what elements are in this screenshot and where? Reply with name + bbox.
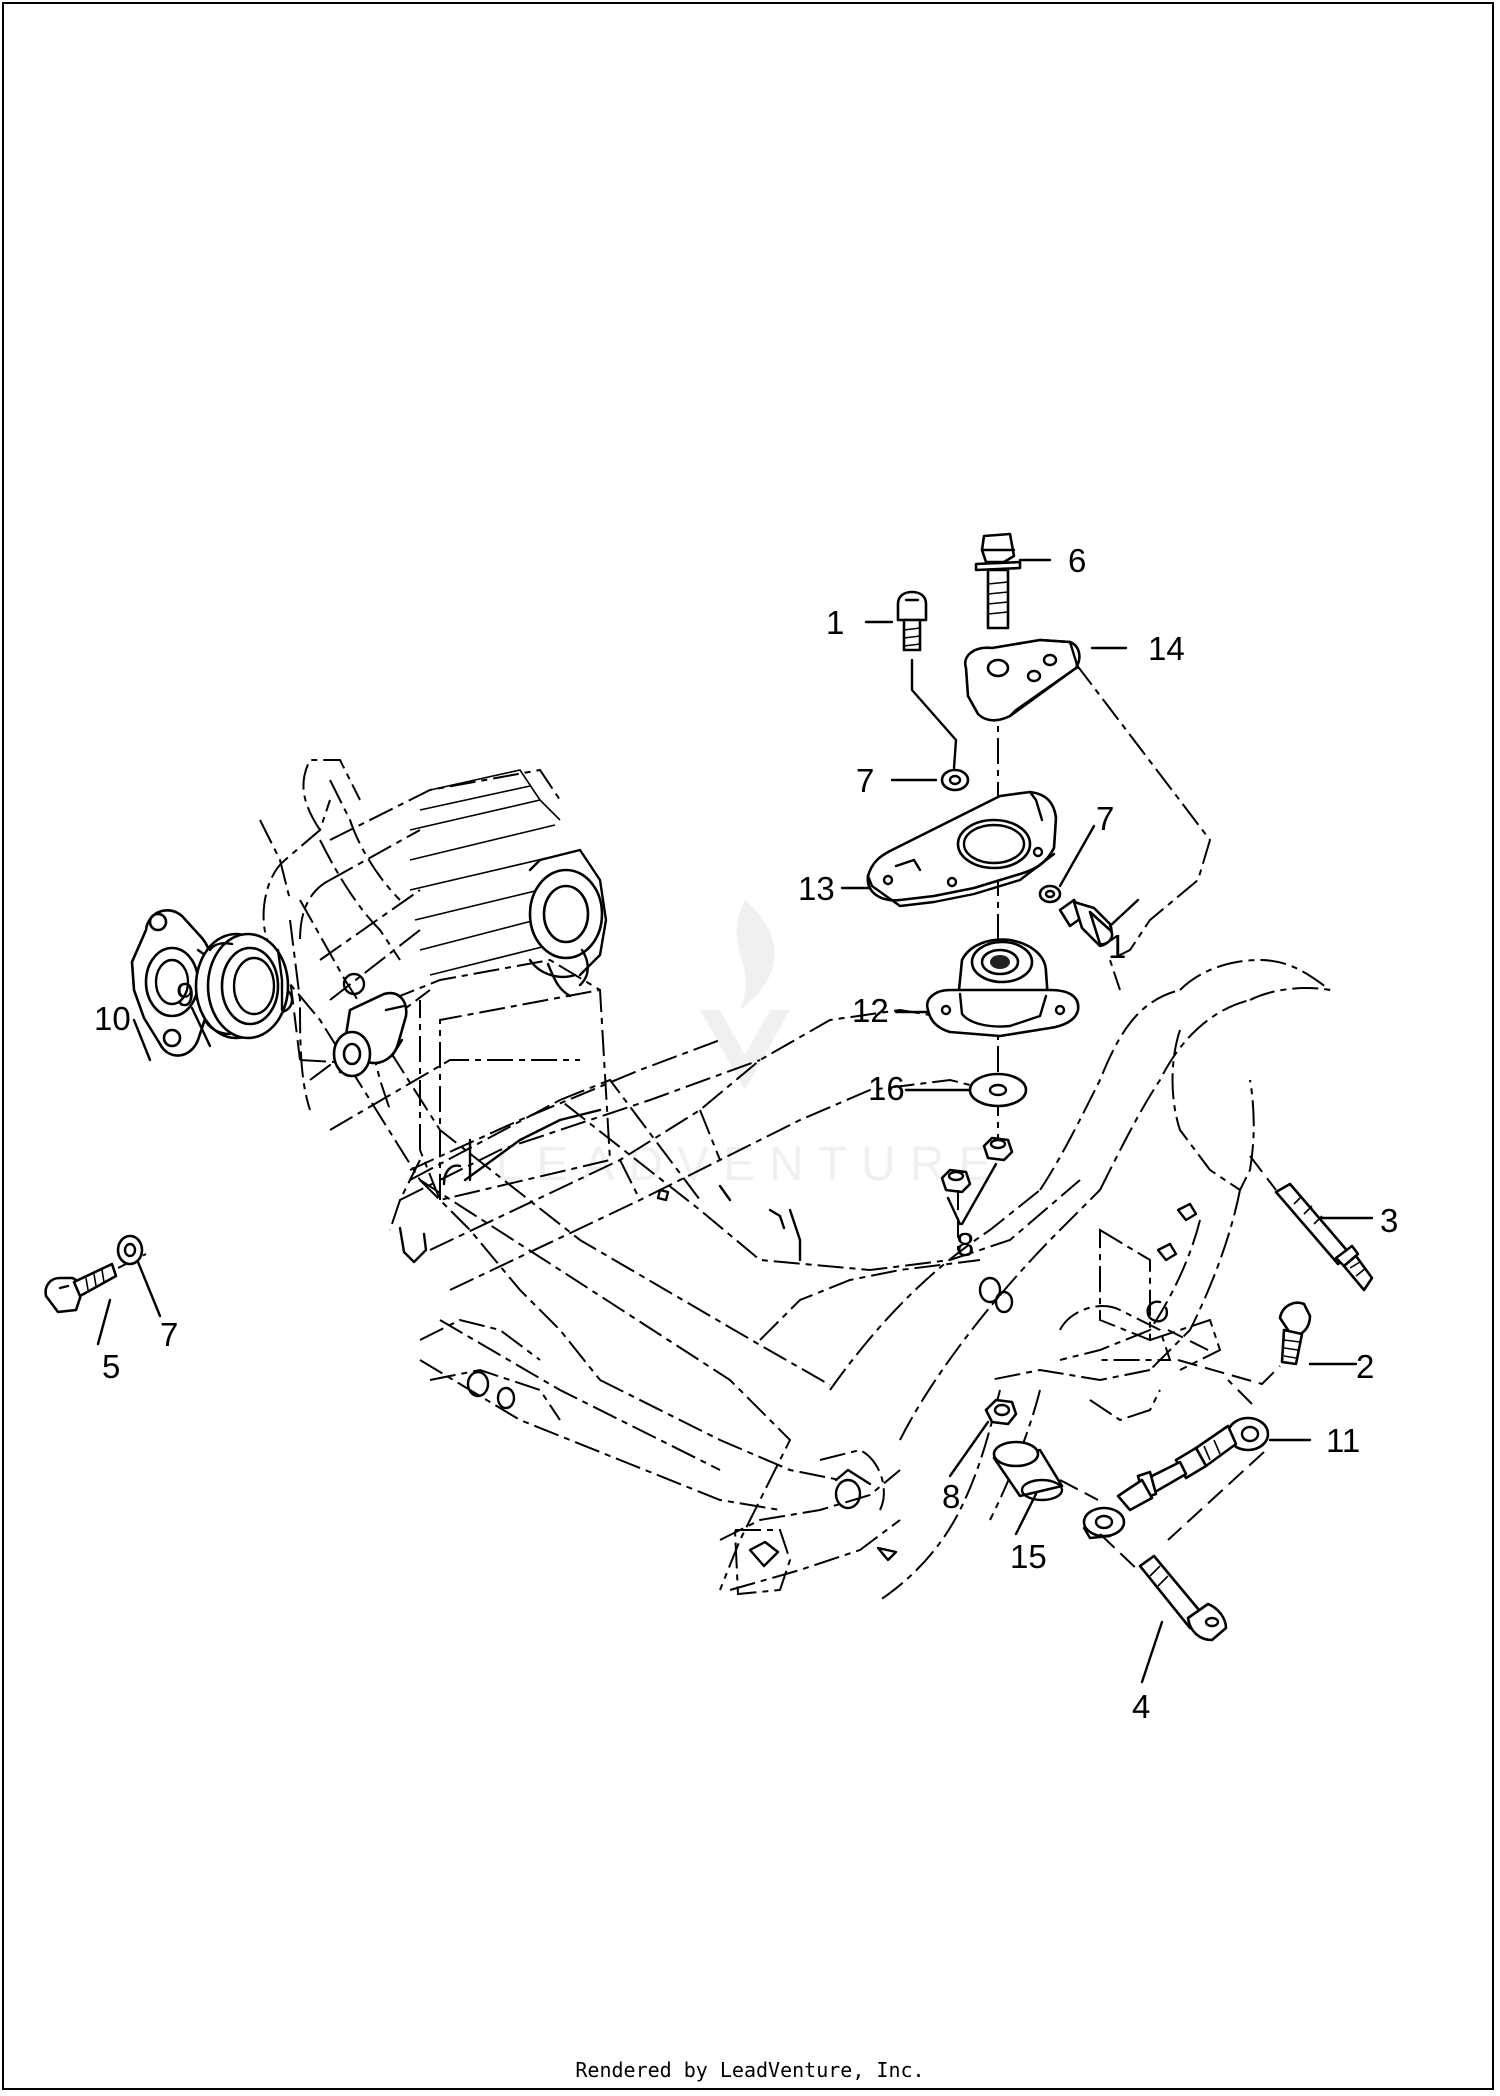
part-1-bolt-top xyxy=(896,590,928,652)
callout-1b: 1 xyxy=(1108,928,1126,965)
callout-2: 2 xyxy=(1356,1348,1374,1385)
callout-14: 14 xyxy=(1148,630,1185,667)
footer-credit: Rendered by LeadVenture, Inc. xyxy=(575,2058,925,2082)
callout-12: 12 xyxy=(852,992,889,1029)
part-4-bolt xyxy=(1138,1554,1228,1642)
part-11-link xyxy=(1082,1416,1270,1540)
callout-8b: 8 xyxy=(942,1478,960,1515)
part-8-nut-a xyxy=(982,1136,1014,1162)
leader-line-11-lower xyxy=(1167,1451,1265,1541)
engine-phantom xyxy=(266,768,612,1231)
callout-7a: 7 xyxy=(856,762,874,799)
watermark-text: LEADVENTURE xyxy=(496,1138,1005,1191)
part-13-plate xyxy=(866,790,1058,908)
callout-3: 3 xyxy=(1380,1202,1398,1239)
part-16-washer xyxy=(968,1072,1028,1108)
part-14-bracket xyxy=(963,638,1081,722)
part-2-bolt xyxy=(1278,1301,1312,1366)
callout-1a: 1 xyxy=(826,604,844,641)
part-3-stud xyxy=(1274,1182,1374,1292)
callout-8a: 8 xyxy=(956,1226,974,1263)
leader-line-9 xyxy=(289,977,301,1061)
callout-leaders xyxy=(96,558,1374,1684)
part-5-bolt xyxy=(44,1262,118,1314)
leader-line-4 xyxy=(1099,1533,1141,1573)
leader-line-15 xyxy=(1059,1479,1099,1501)
callout-11: 11 xyxy=(1326,1422,1360,1459)
part-8-nut-c xyxy=(984,1398,1018,1426)
callout-labels: 1 1 2 3 4 5 6 7 7 7 8 8 9 10 11 12 13 14… xyxy=(94,542,1398,1725)
callout-10: 10 xyxy=(94,1000,131,1037)
motorcycle-frame xyxy=(259,759,1331,1601)
leader-line-1-top xyxy=(910,658,958,770)
part-8-nut-b xyxy=(940,1168,972,1194)
part-7-washer-left xyxy=(116,1234,144,1266)
part-15-spacer xyxy=(992,1440,1064,1502)
part-6-bolt xyxy=(974,532,1022,630)
part-1-bolt-right xyxy=(1058,898,1114,948)
callout-4: 4 xyxy=(1132,1688,1150,1725)
callout-7c: 7 xyxy=(160,1316,178,1353)
part-9-seal xyxy=(194,932,290,1040)
leader-line-14-to-frame xyxy=(1075,663,1212,991)
leader-line-3 xyxy=(1249,1155,1277,1191)
watermark-logo: LEADVENTURE xyxy=(496,900,1005,1191)
callout-15: 15 xyxy=(1010,1538,1047,1575)
part-7-washer-right xyxy=(1038,884,1062,904)
part-12-isolator xyxy=(925,938,1080,1038)
callout-5: 5 xyxy=(102,1348,120,1385)
callout-9: 9 xyxy=(176,976,194,1013)
part-7-washer-top xyxy=(940,768,970,792)
callout-6: 6 xyxy=(1068,542,1086,579)
leader-line-11 xyxy=(1167,1329,1253,1405)
leader-line-2 xyxy=(1177,1359,1281,1386)
callout-7b: 7 xyxy=(1096,800,1114,837)
callout-13: 13 xyxy=(798,870,835,907)
callout-16: 16 xyxy=(868,1070,905,1107)
